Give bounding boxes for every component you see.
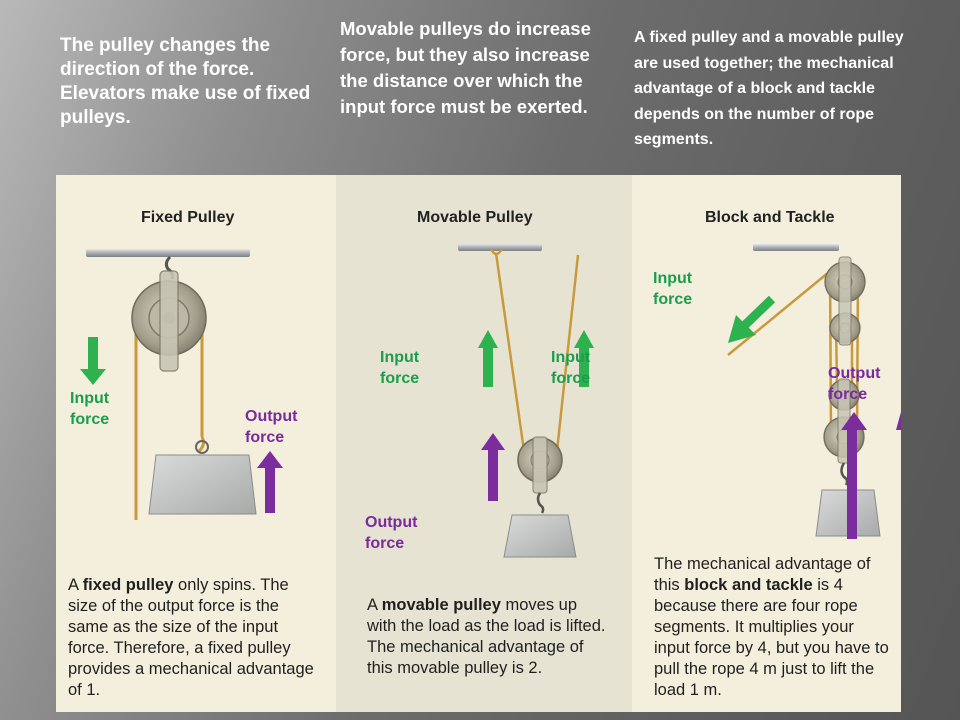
input-arrow-right-head (574, 330, 594, 348)
hook (840, 462, 849, 486)
fixed-pulley-illustration (80, 249, 283, 520)
panel-title-movable: Movable Pulley (417, 209, 533, 226)
pulley-bracket (532, 436, 548, 494)
caption-fixed-pulley: The pulley changes the direction of the … (60, 35, 311, 128)
rope-pull (727, 262, 841, 356)
load-block (503, 514, 577, 558)
support-bar (753, 244, 839, 251)
input-arrow-shaft (88, 337, 98, 371)
load-block (148, 454, 257, 515)
rope-right (555, 254, 580, 452)
input-arrow-left-shaft (483, 347, 493, 387)
input-arrow-head (728, 315, 756, 343)
output-arrow-head (257, 451, 283, 468)
output-arrow-shaft (488, 449, 498, 501)
caption-movable-pulley: Movable pulleys do increase force, but t… (340, 18, 591, 117)
output-arrow-shaft (847, 429, 857, 539)
support-bar (458, 244, 542, 251)
input-arrow-left-head (478, 330, 498, 348)
description-fixed: A fixed pulley only spins. The size of t… (68, 576, 314, 699)
pulley-bracket (159, 270, 179, 372)
rope-left (494, 252, 526, 452)
input-arrow-shaft (740, 295, 776, 330)
caption-block-and-tackle: A fixed pulley and a movable pulley are … (634, 29, 904, 148)
block-and-tackle-illustration (727, 244, 901, 539)
output-arrow-head (481, 433, 505, 450)
description-block: The mechanical advantage of this block a… (654, 555, 889, 699)
input-arrow-right-shaft (579, 347, 589, 387)
support-bar (86, 249, 250, 257)
input-arrow-head (80, 369, 106, 385)
output-arrow-shaft (265, 467, 275, 513)
hook (536, 492, 545, 514)
description-movable: A movable pulley moves up with the load … (367, 596, 606, 677)
movable-pulley-illustration (458, 244, 594, 558)
panel-title-block: Block and Tackle (705, 209, 835, 226)
panel-title-fixed: Fixed Pulley (141, 209, 235, 226)
